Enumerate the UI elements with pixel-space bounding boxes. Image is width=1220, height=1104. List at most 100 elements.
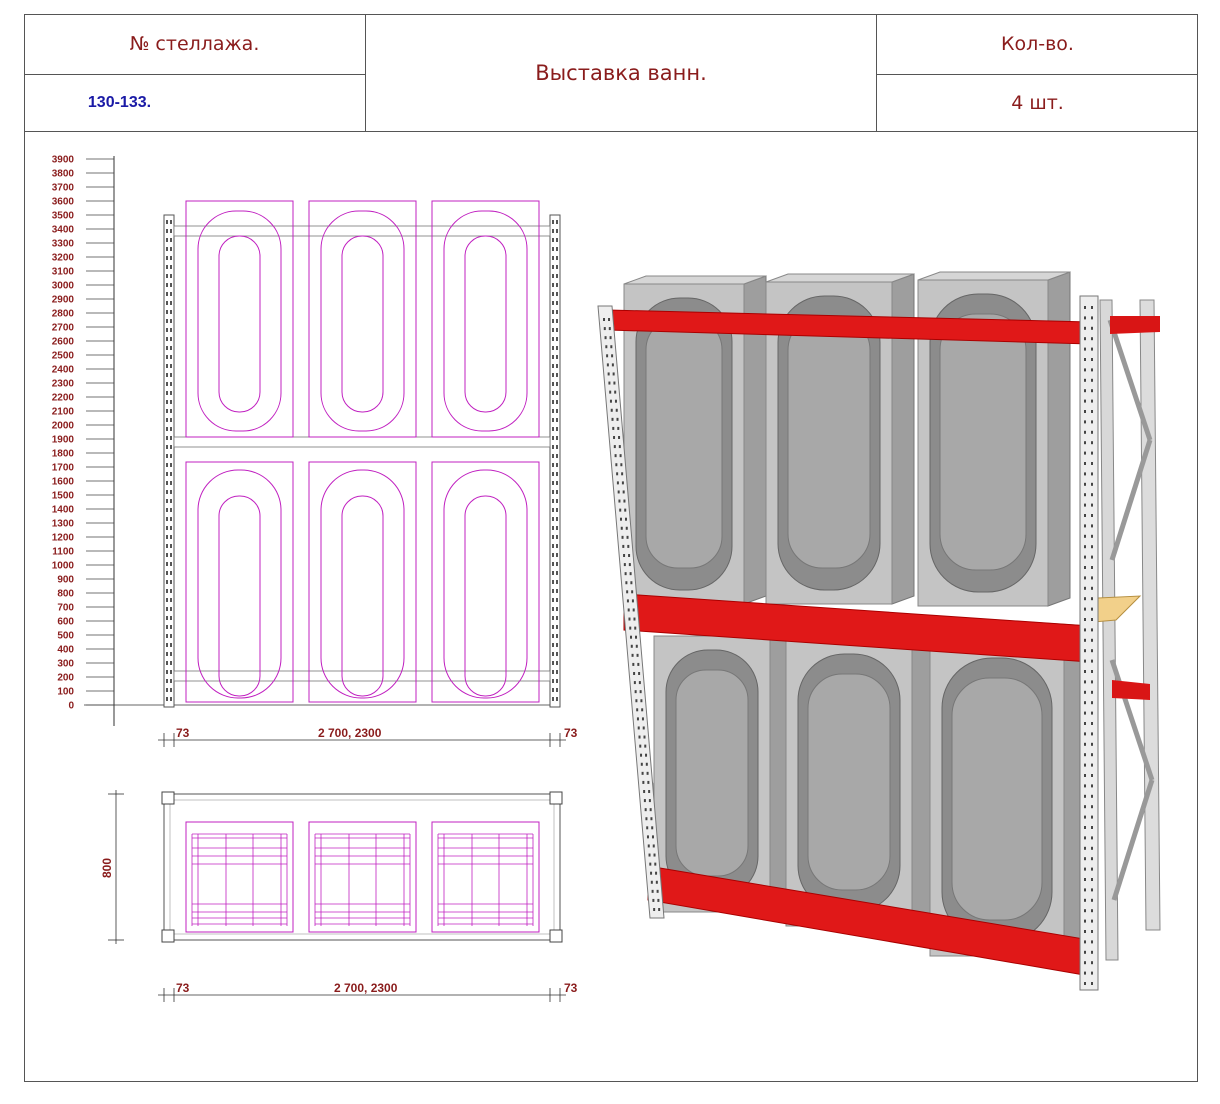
scale-tick-label: 200 — [57, 673, 74, 684]
front-bath-rim — [320, 469, 405, 699]
hole — [166, 463, 168, 467]
rack-label-cell: № стеллажа. — [24, 14, 366, 75]
hole — [552, 616, 554, 620]
hole — [556, 229, 558, 233]
hole — [552, 409, 554, 413]
scale-tick-label: 2200 — [52, 393, 75, 404]
hole — [552, 499, 554, 503]
hole — [170, 661, 172, 665]
scale-tick-label: 1600 — [52, 477, 75, 488]
hole — [556, 427, 558, 431]
bath-3d — [653, 627, 793, 913]
hole — [556, 679, 558, 683]
hole — [166, 553, 168, 557]
hole — [552, 481, 554, 485]
hole — [556, 445, 558, 449]
scale-tick-label: 1800 — [52, 449, 75, 460]
hole — [166, 229, 168, 233]
hole — [556, 265, 558, 269]
scale-tick-label: 3300 — [52, 239, 75, 250]
front-bath-basin — [464, 495, 507, 697]
hole — [170, 400, 172, 404]
hole — [552, 661, 554, 665]
hole — [170, 373, 172, 377]
hole — [166, 544, 168, 548]
scale-tick-label: 3100 — [52, 267, 75, 278]
scale-tick-label: 2900 — [52, 295, 75, 306]
front-bath-group — [185, 200, 540, 703]
hole — [556, 409, 558, 413]
hole — [556, 355, 558, 359]
hole — [170, 418, 172, 422]
front-upright-right-3d — [1079, 295, 1099, 991]
front-bath-rim — [320, 210, 405, 432]
front-dim-right: 73 — [564, 726, 578, 740]
hole — [552, 508, 554, 512]
hole — [170, 445, 172, 449]
depth-label: 800 — [100, 858, 114, 878]
hole — [170, 436, 172, 440]
hole — [556, 391, 558, 395]
hole — [170, 634, 172, 638]
hole — [170, 256, 172, 260]
hole — [552, 445, 554, 449]
scale-tick-label: 2800 — [52, 309, 75, 320]
hole — [166, 670, 168, 674]
front-beam-middle — [173, 436, 551, 448]
scale-tick-label: 3000 — [52, 281, 75, 292]
front-bath-outline — [431, 461, 540, 703]
upright-holes-3d — [603, 306, 1093, 985]
top-bath-outline — [308, 821, 417, 933]
hole — [552, 544, 554, 548]
front-bath-rim — [443, 210, 528, 432]
front-beam-bottom — [173, 670, 551, 682]
scale-tick-label: 3800 — [52, 169, 75, 180]
front-view — [163, 200, 561, 708]
hole — [170, 409, 172, 413]
hole — [166, 454, 168, 458]
hole — [552, 238, 554, 242]
hole — [552, 436, 554, 440]
scale-tick-label: 3500 — [52, 211, 75, 222]
hole — [552, 535, 554, 539]
hole — [556, 481, 558, 485]
hole — [556, 463, 558, 467]
hole — [170, 247, 172, 251]
hole — [556, 301, 558, 305]
hole — [552, 400, 554, 404]
hole — [552, 697, 554, 701]
hole — [552, 679, 554, 683]
hole — [166, 535, 168, 539]
hole — [170, 310, 172, 314]
hole — [170, 337, 172, 341]
hole — [166, 256, 168, 260]
scale-tick-label: 3700 — [52, 183, 75, 194]
hole — [166, 391, 168, 395]
rear-frame — [1093, 299, 1161, 961]
hole — [166, 328, 168, 332]
hole — [556, 499, 558, 503]
hole — [166, 526, 168, 530]
hole — [166, 382, 168, 386]
hole — [552, 382, 554, 386]
sheet-title: Выставка ванн. — [535, 60, 707, 85]
hole — [170, 607, 172, 611]
scale-tick-label: 1500 — [52, 491, 75, 502]
scale-tick-label: 900 — [57, 575, 74, 586]
hole — [166, 283, 168, 287]
hole — [166, 319, 168, 323]
hole — [552, 598, 554, 602]
top-dim-right: 73 — [564, 981, 578, 995]
scale-tick-label: 500 — [57, 631, 74, 642]
hole — [166, 652, 168, 656]
top-bath-outline — [431, 821, 540, 933]
hole — [170, 553, 172, 557]
hole — [170, 229, 172, 233]
hole — [170, 346, 172, 350]
front-upright-right — [549, 214, 561, 708]
hole — [552, 364, 554, 368]
hole — [170, 589, 172, 593]
hole — [552, 373, 554, 377]
hole — [556, 454, 558, 458]
scale-tick-label: 0 — [68, 701, 74, 712]
